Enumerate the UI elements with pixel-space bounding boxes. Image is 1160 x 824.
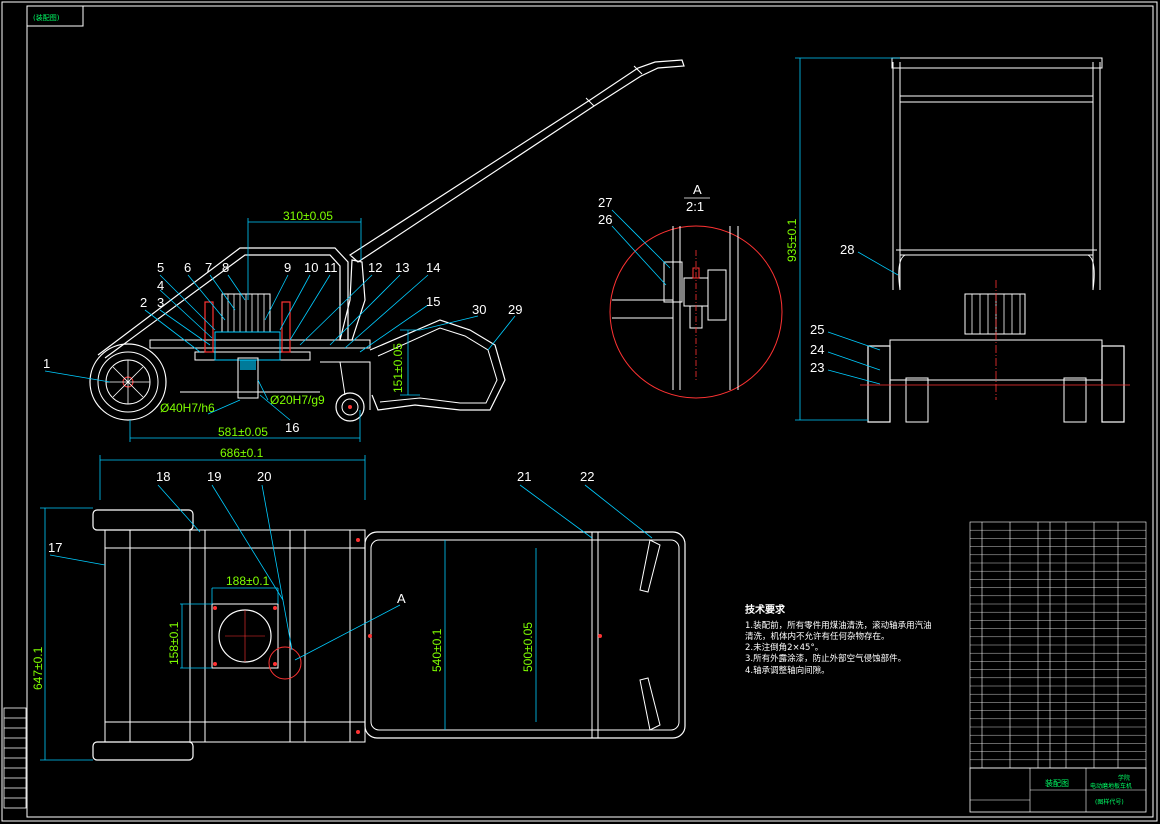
dim-side-height: 151±0.05 bbox=[391, 343, 405, 393]
svg-text:25: 25 bbox=[810, 322, 824, 337]
svg-text:7: 7 bbox=[205, 260, 212, 275]
dim-front-height: 935±0.1 bbox=[785, 218, 799, 262]
corner-tag-box bbox=[26, 5, 84, 27]
top-view: 647±0.1 158±0.1 188±0.1 540±0.1 500±0.05… bbox=[31, 469, 686, 761]
left-margin-boxes bbox=[3, 707, 27, 809]
svg-text:21: 21 bbox=[517, 469, 531, 484]
svg-text:13: 13 bbox=[395, 260, 409, 275]
side-view: 310±0.05 Ø40H7/h6 Ø20H7/g9 151±0.05 581±… bbox=[43, 59, 685, 500]
dim-side-total: 686±0.1 bbox=[220, 446, 264, 460]
front-right-wheel bbox=[1101, 345, 1125, 423]
dim-top-inner-540: 540±0.1 bbox=[430, 628, 444, 672]
svg-text:26: 26 bbox=[598, 212, 612, 227]
title-block-school: 学院 bbox=[1118, 774, 1130, 782]
front-wheel bbox=[89, 343, 167, 421]
svg-text:15: 15 bbox=[426, 294, 440, 309]
detail-a-view: A 2:1 27 26 bbox=[598, 182, 783, 399]
technical-notes: 技术要求 1.装配前，所有零件用煤油清洗，滚动轴承用汽油 清洗，机体内不允许有任… bbox=[745, 603, 932, 676]
notes-line-1: 1.装配前，所有零件用煤油清洗，滚动轴承用汽油 bbox=[745, 620, 932, 631]
svg-text:5: 5 bbox=[157, 260, 164, 275]
svg-text:14: 14 bbox=[426, 260, 440, 275]
handle-bar bbox=[349, 59, 685, 263]
svg-text:17: 17 bbox=[48, 540, 62, 555]
notes-line-5: 4.轴承调整轴向间隙。 bbox=[745, 665, 830, 676]
side-view-part-numbers: 1 2 3 4 5 6 7 8 9 10 11 12 13 14 15 16 3… bbox=[43, 260, 522, 435]
svg-text:29: 29 bbox=[508, 302, 522, 317]
svg-text:30: 30 bbox=[472, 302, 486, 317]
svg-text:4: 4 bbox=[157, 278, 164, 293]
svg-text:27: 27 bbox=[598, 195, 612, 210]
dim-side-base: 581±0.05 bbox=[218, 425, 268, 439]
svg-text:10: 10 bbox=[304, 260, 318, 275]
svg-text:3: 3 bbox=[157, 295, 164, 310]
svg-text:1: 1 bbox=[43, 356, 50, 371]
svg-text:9: 9 bbox=[284, 260, 291, 275]
svg-text:12: 12 bbox=[368, 260, 382, 275]
dim-side-bore-left: Ø40H7/h6 bbox=[160, 401, 215, 415]
rear-caster bbox=[335, 392, 365, 422]
notes-line-3: 2.未注倒角2×45°。 bbox=[745, 642, 823, 653]
svg-text:2: 2 bbox=[140, 295, 147, 310]
svg-text:19: 19 bbox=[207, 469, 221, 484]
svg-text:11: 11 bbox=[324, 260, 338, 275]
title-block-type: 装配图 bbox=[1045, 778, 1069, 788]
detail-a-callout: A bbox=[397, 591, 406, 606]
notes-line-2: 清洗，机体内不允许有任何杂物存在。 bbox=[745, 631, 890, 642]
dim-side-bore-right: Ø20H7/g9 bbox=[270, 393, 325, 407]
inner-frame bbox=[26, 5, 1154, 818]
svg-text:18: 18 bbox=[156, 469, 170, 484]
corner-tag: (装配图) bbox=[33, 13, 60, 22]
svg-text:20: 20 bbox=[257, 469, 271, 484]
title-block-code: (图样代号) bbox=[1095, 798, 1124, 806]
dim-side-wheel-top: 310±0.05 bbox=[283, 209, 333, 223]
svg-text:24: 24 bbox=[810, 342, 824, 357]
frame-rail bbox=[97, 247, 349, 356]
top-wheel-lower bbox=[92, 741, 194, 761]
svg-text:22: 22 bbox=[580, 469, 594, 484]
title-block-name: 电动磨地板车机 bbox=[1090, 782, 1132, 790]
dim-top-height-small: 158±0.1 bbox=[167, 621, 181, 665]
notes-title: 技术要求 bbox=[745, 603, 786, 616]
svg-text:23: 23 bbox=[810, 360, 824, 375]
svg-text:6: 6 bbox=[184, 260, 191, 275]
dim-top-width: 188±0.1 bbox=[226, 574, 270, 588]
dim-top-inner-500: 500±0.05 bbox=[521, 622, 535, 672]
top-wheel-upper bbox=[92, 509, 194, 531]
front-left-wheel bbox=[867, 345, 891, 423]
foot-pedal bbox=[369, 319, 506, 411]
notes-line-4: 3.所有外露涂漆，防止外部空气侵蚀部件。 bbox=[745, 653, 906, 664]
svg-text:28: 28 bbox=[840, 242, 854, 257]
detail-a-scale: 2:1 bbox=[686, 199, 704, 214]
parts-list-rows bbox=[970, 530, 1146, 760]
front-view: 935±0.1 28 25 24 23 bbox=[785, 57, 1130, 423]
detail-a-label: A bbox=[693, 182, 702, 197]
svg-text:8: 8 bbox=[222, 260, 229, 275]
svg-text:16: 16 bbox=[285, 420, 299, 435]
dim-top-height-total: 647±0.1 bbox=[31, 646, 45, 690]
title-block: 装配图 学院 电动磨地板车机 (图样代号) bbox=[969, 767, 1147, 813]
